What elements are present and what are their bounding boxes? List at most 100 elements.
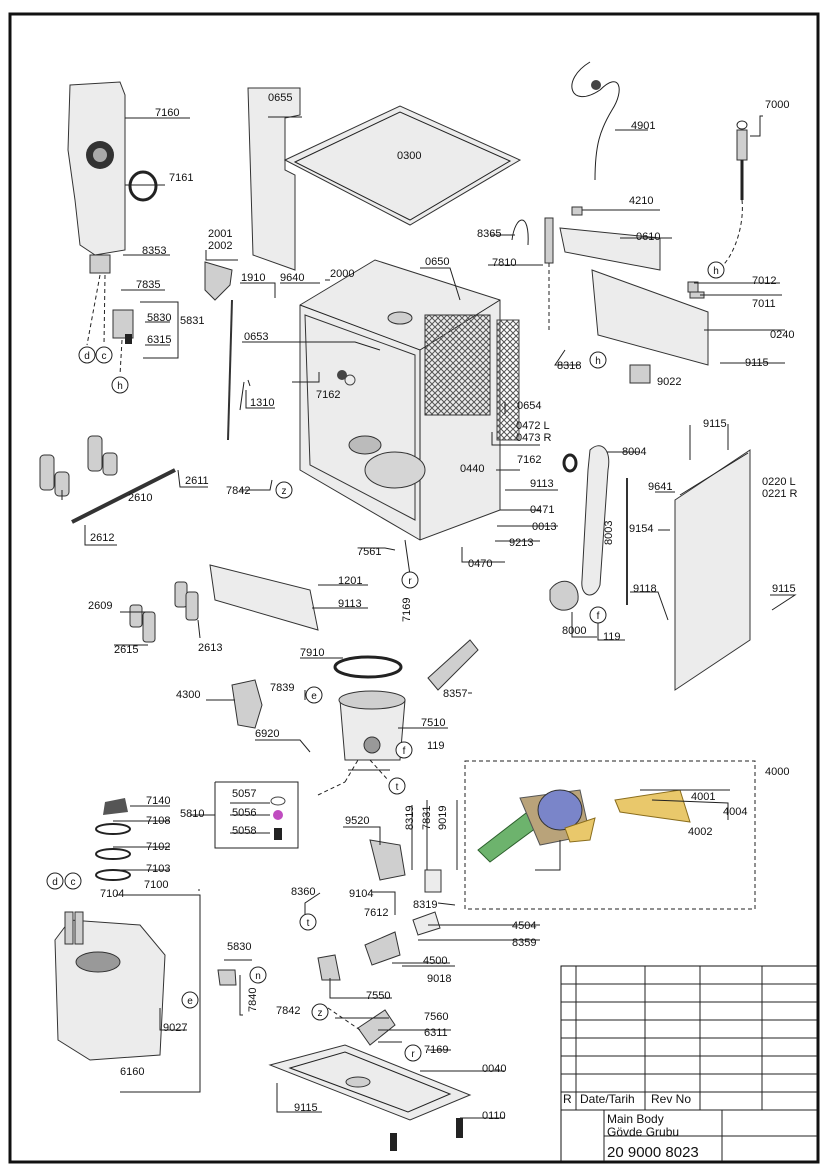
part-label: 0470 <box>468 558 492 570</box>
part-label: 7842 <box>226 485 250 497</box>
part-label: 7104 <box>100 888 124 900</box>
marker-f: f <box>403 746 406 757</box>
marker-z: z <box>318 1008 323 1019</box>
part-label: 7100 <box>144 879 168 891</box>
marker-r: r <box>411 1049 415 1060</box>
part-label: 2610 <box>128 492 152 504</box>
part-label: 7161 <box>169 172 193 184</box>
part-label: 6160 <box>120 1066 144 1078</box>
rail-2610 <box>39 435 176 524</box>
part-label: 9115 <box>294 1102 318 1114</box>
part-label: 6315 <box>147 334 171 346</box>
part-label: 5056 <box>232 807 256 819</box>
pipe-4500 <box>364 931 401 966</box>
part-label: 0240 <box>770 329 794 341</box>
part-label: 9027 <box>163 1022 187 1034</box>
part-label: 7108 <box>146 815 170 827</box>
marker-h: h <box>117 381 123 392</box>
part-label: 7839 <box>270 682 294 694</box>
bracket-2001 <box>204 261 233 301</box>
part-label: 9113 <box>530 478 554 490</box>
part-label: 6920 <box>255 728 279 740</box>
part-label: 119 <box>427 740 445 752</box>
part-label: 9213 <box>509 537 533 549</box>
part-label: 7162 <box>517 454 541 466</box>
part-label: 7102 <box>146 841 170 853</box>
part-label: 4004 <box>723 806 747 818</box>
part-label: 0610 <box>636 231 660 243</box>
part-label: 8353 <box>142 245 166 257</box>
part-label: 7840 <box>247 988 259 1012</box>
part-label: 7831 <box>421 806 433 830</box>
motor-4000 <box>477 789 596 863</box>
part-label: 8319 <box>413 899 437 911</box>
part-labels: 0655 0300 4901 7000 7160 7161 8353 7835 … <box>88 92 798 1122</box>
marker-h: h <box>595 356 601 367</box>
side-water-tank-7160 <box>67 81 126 274</box>
part-label: 2609 <box>88 600 112 612</box>
clip-1310 <box>239 379 251 411</box>
part-label: 2611 <box>185 475 209 487</box>
part-label: 9640 <box>280 272 304 284</box>
part-label: 7000 <box>765 99 789 111</box>
marker-n: n <box>255 971 261 982</box>
leader-lines <box>61 115 797 1119</box>
base-tray-0040 <box>268 1044 472 1121</box>
part-label: 2612 <box>90 532 114 544</box>
part-label: 6311 <box>424 1027 448 1039</box>
part-label: 7169 <box>424 1044 448 1056</box>
part-label: 4002 <box>688 826 712 838</box>
part-label: 4300 <box>176 689 200 701</box>
part-label: 8004 <box>622 446 646 458</box>
seal-7162 <box>562 453 578 473</box>
part-label: 0040 <box>482 1063 506 1075</box>
hose-7831 <box>424 869 442 893</box>
part-label: 9520 <box>345 815 369 827</box>
part-label: 8000 <box>562 625 586 637</box>
part-label: 0221 R <box>762 488 798 500</box>
part-label: 9115 <box>745 357 769 369</box>
part-label: 5831 <box>180 315 204 327</box>
part-label: 4504 <box>512 920 536 932</box>
part-label: 4001 <box>691 791 715 803</box>
hose-fitting <box>591 80 601 90</box>
hose-4901 <box>571 61 620 181</box>
marker-f: f <box>597 611 600 622</box>
part-label: 7510 <box>421 717 445 729</box>
part-label: 7842 <box>276 1005 300 1017</box>
part-label: 119 <box>603 631 621 643</box>
part-label: 9154 <box>629 523 653 535</box>
drawing-title: Main Body <box>607 1112 664 1126</box>
dashed-leaders <box>317 759 389 1031</box>
part-label: 5058 <box>232 825 256 837</box>
part-label: 2001 <box>208 228 232 240</box>
part-label: 0110 <box>482 1110 506 1122</box>
part-label: 8318 <box>557 360 581 372</box>
elbow-7550 <box>317 954 341 981</box>
part-label: 9115 <box>772 583 796 595</box>
gasket-7910 <box>333 655 403 679</box>
part-label: 0472 L <box>516 420 550 432</box>
side-plate-0240 <box>591 269 709 366</box>
part-label: 7140 <box>146 795 170 807</box>
part-label: 1310 <box>250 397 274 409</box>
part-label: 9019 <box>437 806 449 830</box>
part-label: 4500 <box>423 955 447 967</box>
door-panel-0220 <box>674 449 751 691</box>
hose-4504 <box>412 911 441 936</box>
foot-0110b <box>390 1133 397 1151</box>
part-label: 8319 <box>404 806 416 830</box>
part-label: 0440 <box>460 463 484 475</box>
part-label: 7612 <box>364 907 388 919</box>
inlet-valve-7000 <box>736 120 748 200</box>
part-9022 <box>629 364 651 384</box>
part-label: 7103 <box>146 863 170 875</box>
rev-header: Rev No <box>651 1092 691 1106</box>
part-label: 7012 <box>752 275 776 287</box>
part-label: 9641 <box>648 481 672 493</box>
part-label: 0655 <box>268 92 292 104</box>
part-label: 0473 R <box>516 432 552 444</box>
part-label: 7910 <box>300 647 324 659</box>
part-4210 <box>571 206 583 216</box>
